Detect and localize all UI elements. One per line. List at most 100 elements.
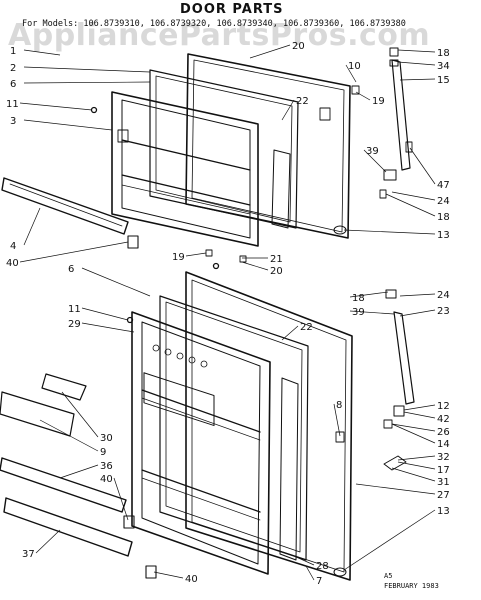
callout-label: 19: [172, 252, 185, 263]
leader-line: [363, 149, 387, 173]
leader-line: [61, 391, 99, 438]
leader-line: [305, 565, 315, 581]
leader-line: [403, 411, 436, 419]
leader-line: [81, 307, 129, 321]
callout-label: 7: [316, 576, 322, 587]
leader-line: [391, 423, 436, 432]
leader-line: [355, 91, 371, 101]
leader-line: [391, 467, 436, 482]
callout-label: 12: [437, 401, 450, 412]
upper-breaker-strip: [271, 149, 291, 229]
callout-label: 18: [437, 48, 450, 59]
leader-line: [185, 252, 207, 257]
lower-door-panel: [185, 271, 353, 581]
watermark-text: AppliancePartsPros.com: [8, 18, 431, 53]
callout-label: 15: [437, 75, 450, 86]
callout-label: 13: [437, 506, 450, 517]
shelf-rail-36: [0, 457, 127, 513]
leader-line: [113, 477, 129, 521]
leader-line: [349, 291, 389, 298]
upper-door-panel-inner: [191, 59, 345, 233]
leader-line: [333, 403, 341, 437]
leader-line: [355, 483, 436, 495]
callout-label: 32: [437, 452, 450, 463]
callout-label: 6: [68, 264, 74, 275]
callout-label: 20: [270, 266, 283, 277]
callout-label: 34: [437, 61, 450, 72]
leader-line: [385, 193, 436, 217]
upper-shelf-rail: [1, 177, 129, 235]
leader-line: [349, 310, 395, 315]
callout-label: 17: [437, 465, 450, 476]
leader-line: [249, 44, 291, 59]
leader-line: [409, 147, 436, 185]
footer-date: FEBRUARY 1983: [384, 582, 439, 590]
callout-label: 26: [437, 427, 450, 438]
leader-line: [397, 61, 436, 66]
callout-label: 24: [437, 196, 450, 207]
callout-label: 18: [437, 212, 450, 223]
callout-label: 22: [300, 322, 313, 333]
callout-label: 19: [372, 96, 385, 107]
leader-line: [403, 404, 436, 411]
lower-gasket: [159, 295, 309, 561]
callout-label: 40: [6, 258, 19, 269]
callout-label: 8: [336, 400, 342, 411]
leader-line: [293, 555, 315, 566]
page-title: DOOR PARTS: [180, 2, 284, 17]
leader-line: [81, 267, 151, 297]
butter-dish: [41, 373, 87, 401]
callout-label: 18: [352, 293, 365, 304]
callout-label: 20: [292, 41, 305, 52]
callout-label: 39: [352, 307, 365, 318]
callout-label: 37: [22, 549, 35, 560]
leader-line: [23, 207, 41, 246]
lower-hinge-bar: [393, 311, 415, 405]
callout-label: 40: [185, 574, 198, 585]
callout-label: 36: [100, 461, 113, 472]
callout-label: 27: [437, 490, 450, 501]
leader-line: [399, 78, 436, 81]
leader-line: [81, 322, 135, 333]
leader-line: [23, 66, 151, 73]
callout-label: 28: [316, 561, 329, 572]
leader-line: [153, 571, 184, 579]
leader-line: [281, 99, 295, 121]
callout-label: 1: [10, 46, 16, 57]
callout-label: 31: [437, 477, 450, 488]
callout-label: 3: [10, 116, 16, 127]
callout-label: 29: [68, 319, 81, 330]
leader-line: [241, 261, 269, 271]
leader-line: [397, 461, 436, 470]
callout-label: 10: [348, 61, 361, 72]
footer-code: A5: [384, 572, 393, 580]
lower-door-liner: [131, 311, 271, 575]
callout-label: 39: [366, 146, 379, 157]
leader-line: [399, 293, 436, 297]
models-line: For Models: 106.8739310, 106.8739320, 10…: [22, 19, 406, 29]
leader-line: [391, 423, 436, 444]
upper-hinge-bar: [391, 59, 411, 171]
leader-line: [39, 419, 99, 452]
shelf-rail-37: [3, 497, 133, 557]
leader-line: [343, 229, 436, 235]
callout-label: 22: [296, 96, 309, 107]
leader-line: [391, 191, 436, 201]
leader-line: [19, 102, 93, 111]
leader-line: [343, 509, 436, 571]
callout-label: 11: [6, 99, 19, 110]
leader-line: [19, 241, 129, 263]
leader-line: [35, 529, 61, 554]
leader-line: [345, 64, 357, 83]
leader-line: [281, 325, 299, 341]
callout-label: 11: [68, 304, 81, 315]
callout-label: 30: [100, 433, 113, 444]
callout-label: 4: [10, 241, 16, 252]
leader-line: [399, 309, 436, 317]
upper-door-panel: [185, 53, 351, 239]
callout-label: 24: [437, 290, 450, 301]
callout-label: 47: [437, 180, 450, 191]
callout-label: 42: [437, 414, 450, 425]
